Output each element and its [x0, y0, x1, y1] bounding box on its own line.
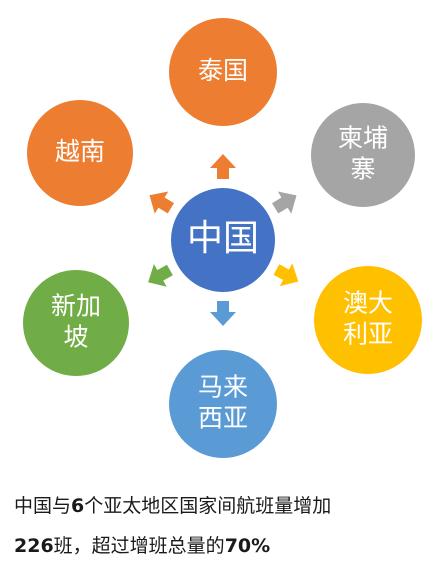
node-cambodia: 柬埔寨: [311, 103, 415, 207]
node-thailand: 泰国: [169, 18, 277, 126]
node-circle: [311, 103, 415, 207]
center-node: 中国: [171, 188, 275, 292]
arrow-malaysia: [210, 301, 236, 326]
node-circle: [23, 270, 129, 376]
caption-text: 个亚太地区国家间航班量增加: [84, 495, 332, 517]
node-vietnam: 越南: [27, 100, 133, 206]
node-label: 澳大: [343, 289, 393, 318]
node-label: 泰国: [198, 56, 248, 85]
caption-number: 70%: [224, 535, 271, 557]
arrow-vietnam: [149, 191, 175, 214]
node-label: 坡: [63, 323, 88, 352]
node-label: 西亚: [198, 404, 248, 433]
caption: 中国与6个亚太地区国家间航班量增加 226班，超过增班总量的70%: [14, 486, 434, 566]
center-label: 中国: [187, 218, 259, 259]
arrow-singapore: [148, 264, 173, 287]
caption-line-1: 中国与6个亚太地区国家间航班量增加: [14, 486, 434, 526]
node-label: 新加: [51, 292, 101, 321]
caption-number: 226: [14, 535, 54, 557]
node-circle: [169, 350, 277, 458]
node-circle: [314, 266, 422, 374]
node-label: 马来: [198, 373, 248, 402]
caption-number: 6: [71, 495, 85, 517]
arrow-thailand: [210, 154, 236, 179]
node-label: 寨: [350, 155, 375, 184]
node-label: 越南: [55, 137, 105, 166]
caption-line-2: 226班，超过增班总量的70%: [14, 526, 434, 566]
center-circle: [171, 188, 275, 292]
caption-text: 中国与: [14, 495, 72, 517]
node-circle: [169, 18, 277, 126]
node-label: 柬埔: [338, 124, 388, 153]
caption-text: 班，超过增班总量的: [53, 535, 225, 557]
node-label: 利亚: [343, 320, 393, 349]
node-singapore: 新加坡: [23, 270, 129, 376]
arrow-australia: [273, 263, 299, 287]
arrow-cambodia: [272, 191, 297, 214]
node-circle: [27, 100, 133, 206]
